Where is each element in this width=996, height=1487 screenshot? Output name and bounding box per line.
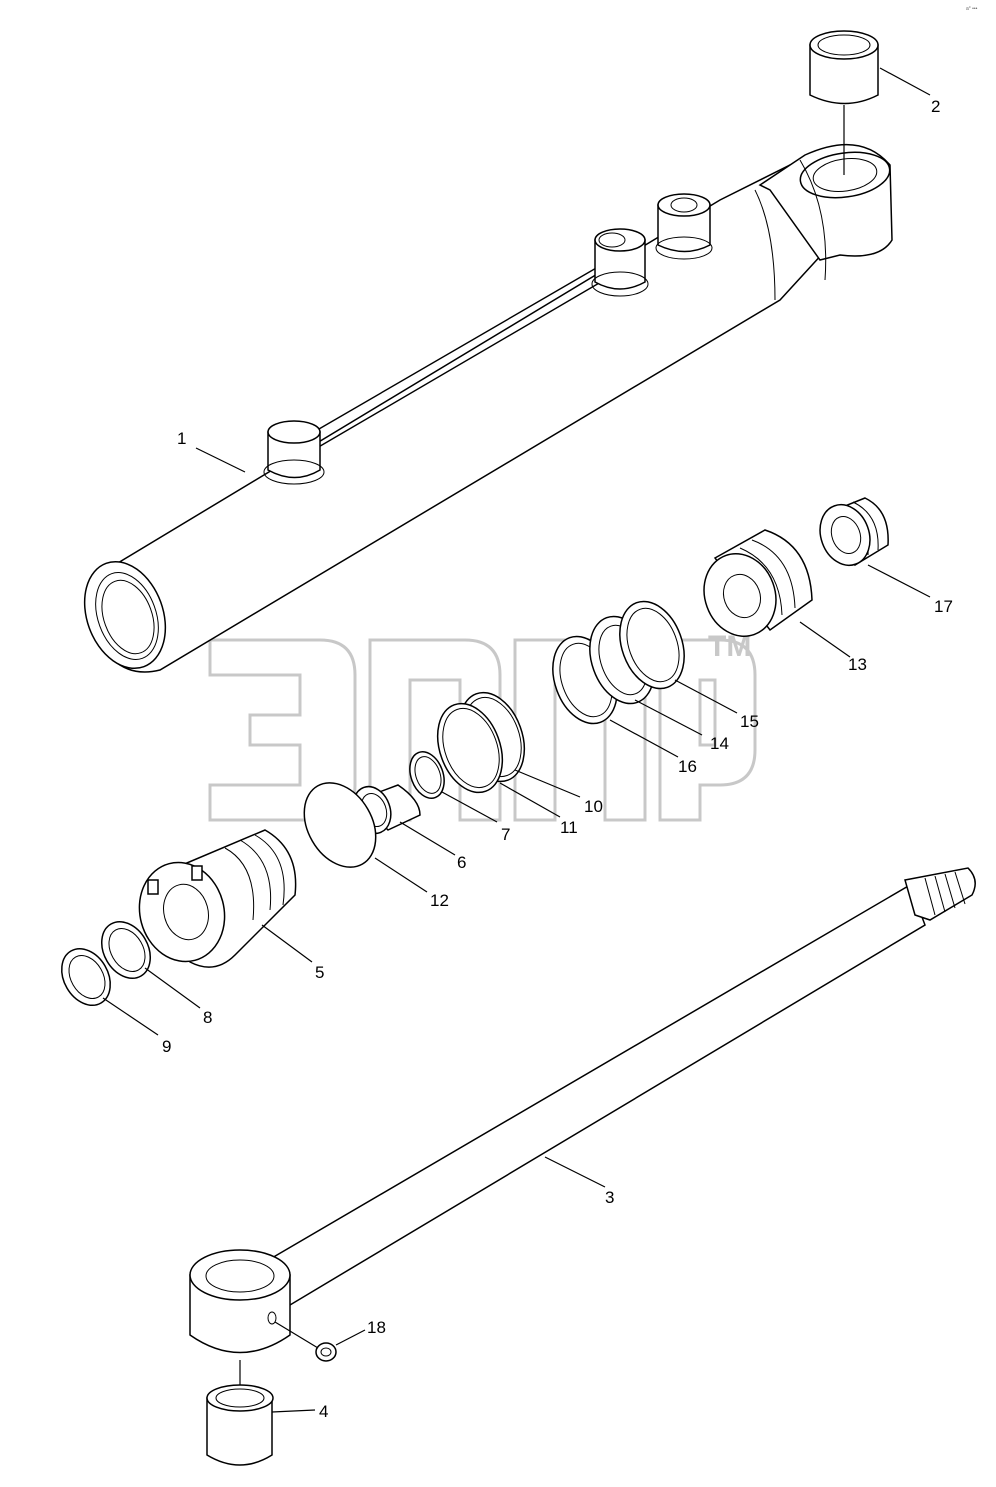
small-o-ring	[409, 751, 445, 799]
tube-bushing	[809, 30, 879, 175]
nut	[819, 497, 889, 567]
callout-12: 12	[430, 891, 449, 910]
callout-1: 1	[177, 429, 186, 448]
rod-bushing	[206, 1384, 274, 1466]
wear-ring	[619, 600, 685, 690]
gland	[138, 829, 297, 968]
callout-18: 18	[367, 1318, 386, 1337]
callout-15: 15	[740, 712, 759, 731]
piston-rod	[189, 867, 976, 1405]
o-ring	[436, 702, 504, 794]
callout-11: 11	[560, 818, 578, 837]
rod-seal	[101, 921, 151, 979]
callout-8: 8	[203, 1008, 212, 1027]
callout-labels: 1 2 3 4 5 6 7 8 9 10 11 12 13 14 15 16 1…	[162, 97, 953, 1421]
callout-17: 17	[934, 597, 953, 616]
callout-5: 5	[315, 963, 324, 982]
callout-3: 3	[605, 1188, 614, 1207]
callout-6: 6	[457, 853, 466, 872]
wiper	[61, 948, 111, 1006]
gland-o-ring	[303, 782, 377, 868]
callout-10: 10	[584, 797, 603, 816]
callout-16: 16	[678, 757, 697, 776]
callout-4: 4	[319, 1402, 328, 1421]
grease-fitting	[315, 1342, 337, 1362]
callout-13: 13	[848, 655, 867, 674]
callout-7: 7	[501, 825, 510, 844]
leader-lines	[102, 67, 931, 1413]
piston	[703, 529, 813, 637]
cylinder-tube	[83, 143, 893, 673]
callout-14: 14	[710, 734, 729, 753]
callout-2: 2	[931, 97, 940, 116]
callout-9: 9	[162, 1037, 171, 1056]
corner-mark: a° •••	[966, 6, 978, 12]
